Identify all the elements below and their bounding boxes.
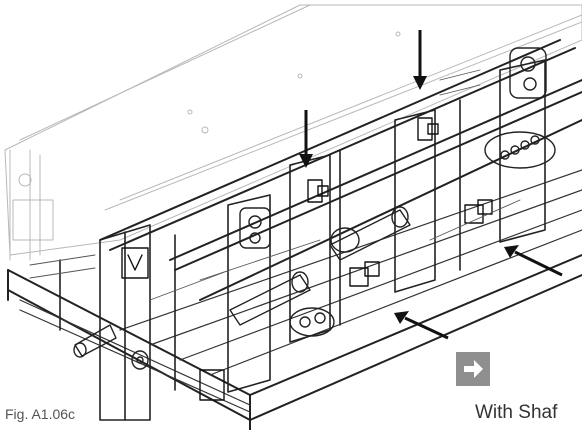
next-button[interactable] — [456, 352, 490, 386]
figure-caption: Fig. A1.06c — [5, 406, 76, 422]
arrow-right-icon — [464, 360, 483, 378]
callout-arrows — [299, 30, 563, 340]
with-shaft-label: With Shaf — [475, 402, 558, 423]
